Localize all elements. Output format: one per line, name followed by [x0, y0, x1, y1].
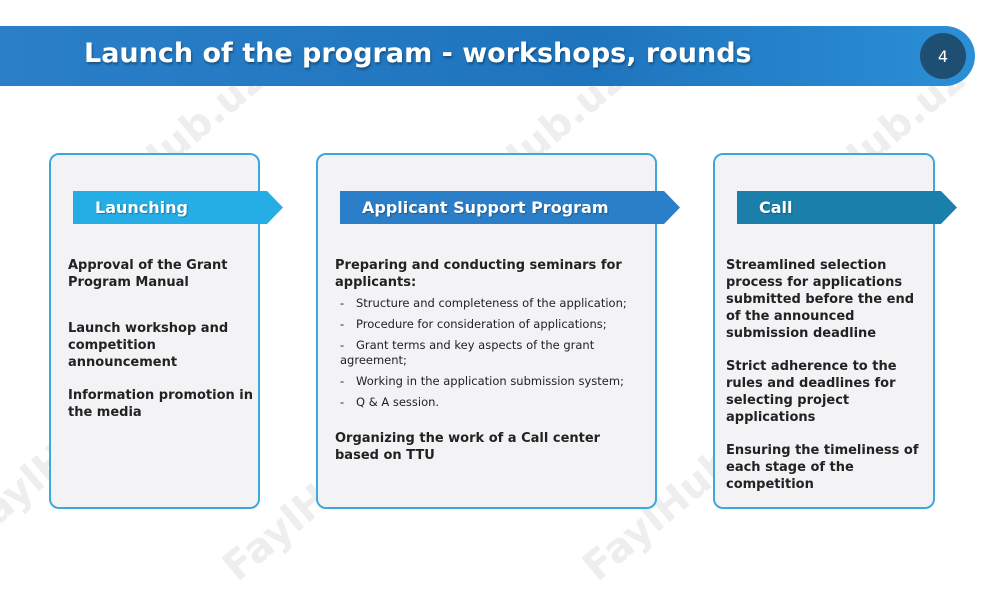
- list-item: -Grant terms and key aspects of the gran…: [335, 338, 647, 368]
- support-content: Preparing and conducting seminars for ap…: [335, 257, 647, 464]
- list-item-text: Procedure for consideration of applicati…: [356, 317, 607, 331]
- support-heading: Applicant Support Program: [362, 198, 609, 217]
- call-item: Streamlined selection process for applic…: [726, 258, 915, 341]
- support-intro: Preparing and conducting seminars for ap…: [335, 258, 622, 290]
- launching-heading: Launching: [95, 198, 188, 217]
- launching-item: Information promotion in the media: [68, 388, 254, 420]
- call-item: Ensuring the timeliness of each stage of…: [726, 443, 919, 492]
- call-heading: Call: [759, 198, 793, 217]
- dash-bullet: -: [340, 317, 345, 331]
- call-banner: Call: [737, 191, 957, 224]
- list-item-text: Structure and completeness of the applic…: [356, 296, 627, 310]
- dash-bullet: -: [340, 296, 345, 310]
- title-bar: [0, 26, 975, 86]
- launching-item: Launch workshop and competition announce…: [68, 321, 229, 370]
- list-item: -Procedure for consideration of applicat…: [335, 317, 647, 332]
- list-item: -Q & A session.: [335, 395, 647, 410]
- list-item-text: Grant terms and key aspects of the grant…: [340, 338, 595, 367]
- slide-title: Launch of the program - workshops, round…: [84, 38, 752, 69]
- call-item: Strict adherence to the rules and deadli…: [726, 359, 897, 425]
- launching-items: Approval of the Grant Program Manual Lau…: [68, 257, 253, 450]
- list-item-text: Q & A session.: [356, 395, 440, 409]
- call-items: Streamlined selection process for applic…: [726, 257, 931, 509]
- support-list: -Structure and completeness of the appli…: [335, 296, 647, 410]
- launching-item: Approval of the Grant Program Manual: [68, 258, 228, 290]
- support-closing: Organizing the work of a Call center bas…: [335, 431, 601, 463]
- page-number-badge: 4: [920, 33, 966, 79]
- dash-bullet: -: [340, 374, 345, 388]
- list-item-text: Working in the application submission sy…: [356, 374, 624, 388]
- support-banner: Applicant Support Program: [340, 191, 680, 224]
- dash-bullet: -: [340, 338, 345, 352]
- launching-banner: Launching: [73, 191, 283, 224]
- list-item: -Structure and completeness of the appli…: [335, 296, 647, 311]
- list-item: -Working in the application submission s…: [335, 374, 647, 389]
- dash-bullet: -: [340, 395, 345, 409]
